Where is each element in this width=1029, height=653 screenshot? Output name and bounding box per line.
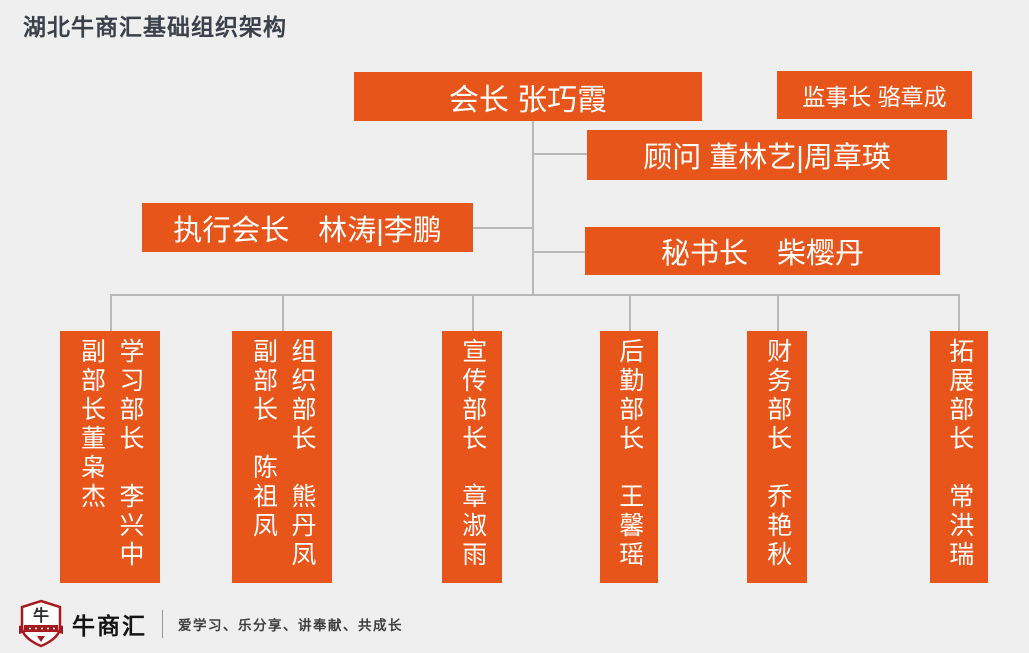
department-head-label: 学习部长 李兴中	[116, 338, 144, 570]
department-head-label: 财务部长 乔艳秋	[763, 338, 792, 570]
connector-departments-rail	[110, 294, 960, 296]
footer-slogan: 爱学习、乐分享、讲奉献、共成长	[178, 618, 403, 633]
department-box-expansion: 拓展部长 常洪瑞	[930, 331, 988, 583]
footer-divider	[162, 610, 163, 638]
niushanghui-shield-logo: 牛	[19, 599, 63, 648]
department-box-study: 学习部长 李兴中 副部长董枭杰	[60, 331, 160, 583]
connector-stub-expansion	[958, 294, 960, 331]
department-deputy-label: 副部长董枭杰	[77, 338, 106, 512]
connector-stub-organization	[282, 294, 284, 331]
department-head-label: 组织部长 熊丹凤	[288, 338, 316, 570]
department-box-publicity: 宣传部长 章淑雨	[442, 331, 502, 583]
department-box-organization: 组织部长 熊丹凤 副部长 陈祖凤	[232, 331, 332, 583]
department-head-label: 宣传部长 章淑雨	[458, 338, 487, 570]
connector-executive-branch	[473, 227, 533, 229]
connector-stub-publicity	[472, 294, 474, 331]
executive-president-box: 执行会长 林涛|李鹏	[142, 203, 473, 252]
department-head-label: 后勤部长 王馨瑶	[615, 338, 644, 570]
footer: 牛 牛商汇 爱学习、乐分享、讲奉献、共成长	[18, 599, 403, 649]
president-box: 会长 张巧霞	[354, 72, 702, 121]
connector-advisor-branch	[532, 153, 588, 155]
brand-wordmark: 牛商汇	[72, 613, 147, 640]
connector-stub-logistics	[629, 294, 631, 331]
department-deputy-label: 副部长 陈祖凤	[249, 338, 278, 541]
supervisor-box: 监事长 骆章成	[777, 71, 972, 119]
advisor-box: 顾问 董林艺|周章瑛	[587, 130, 947, 180]
connector-stub-finance	[777, 294, 779, 331]
department-head-label: 拓展部长 常洪瑞	[945, 338, 974, 570]
connector-stub-study	[110, 294, 112, 331]
department-box-logistics: 后勤部长 王馨瑶	[600, 331, 658, 583]
slide-title: 湖北牛商汇基础组织架构	[23, 14, 287, 40]
secretary-general-box: 秘书长 柴樱丹	[585, 227, 940, 275]
connector-secretary-branch	[532, 251, 586, 253]
connector-president-trunk	[532, 121, 534, 295]
department-box-finance: 财务部长 乔艳秋	[747, 331, 807, 583]
svg-text:牛: 牛	[33, 606, 49, 625]
